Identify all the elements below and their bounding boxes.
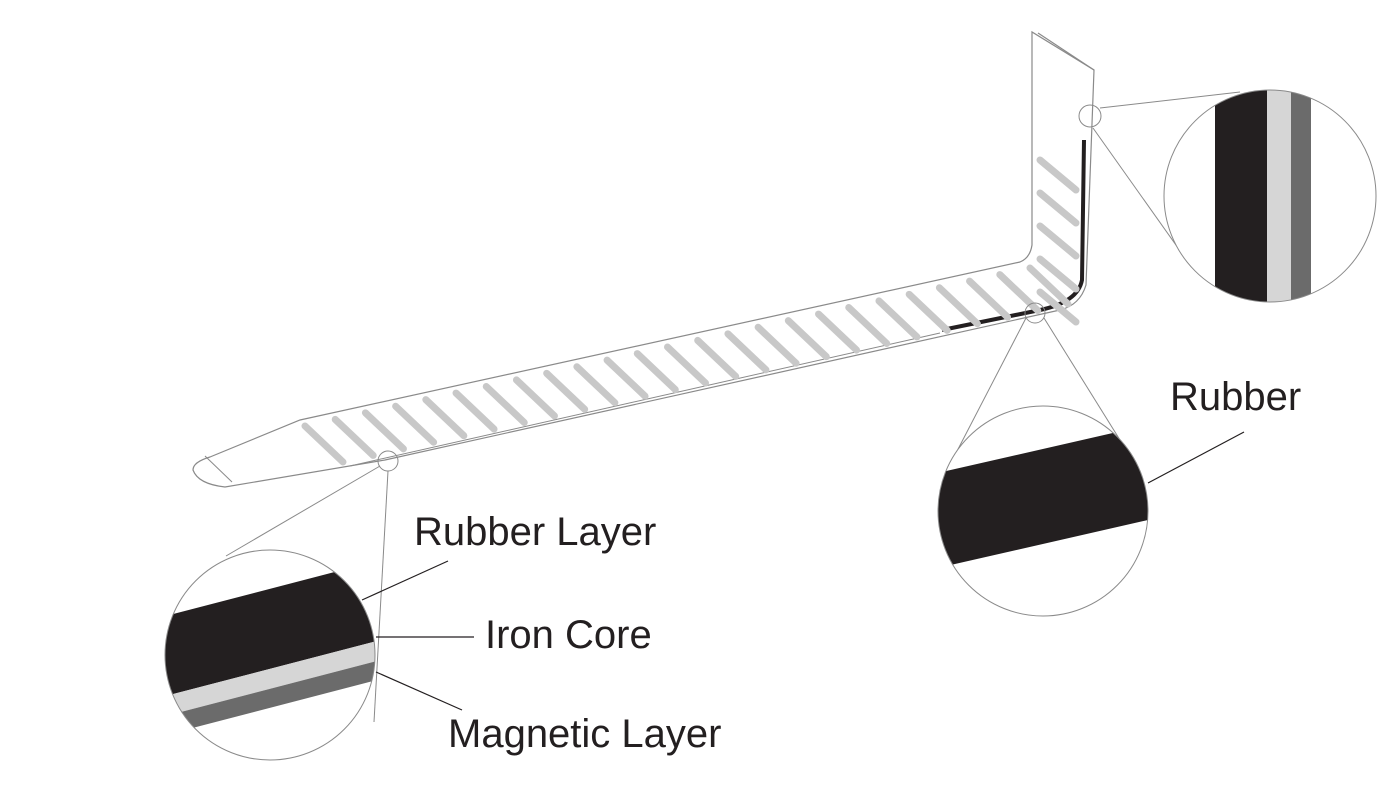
- tread-stripe: [392, 402, 438, 446]
- tread-stripe: [754, 323, 800, 367]
- tread-stripe: [482, 383, 528, 426]
- tread-stripe: [422, 396, 468, 440]
- strip-body: [192, 30, 1095, 488]
- source-marker-right: [1024, 302, 1046, 324]
- pointer-rubber-layer: [361, 560, 449, 601]
- leader-right-1: [954, 317, 1027, 456]
- strip-outline: [192, 30, 1095, 488]
- tip-seam: [204, 455, 233, 483]
- tread-stripe: [452, 389, 498, 433]
- tread-stripe: [815, 310, 861, 354]
- magnifier-left: [164, 549, 376, 761]
- tread-stripe: [1036, 189, 1080, 227]
- tread-stripe: [784, 317, 830, 361]
- callout-upright: [1078, 89, 1377, 303]
- tread-stripe: [694, 336, 740, 380]
- tread-stripe: [724, 330, 770, 374]
- magnetic-layer-band: [165, 655, 375, 739]
- tread-stripe: [361, 409, 407, 453]
- callout-layers: [164, 450, 399, 761]
- upright-edge: [1037, 32, 1095, 71]
- upright-rubber-band: [1215, 90, 1267, 302]
- tread-stripe: [875, 297, 921, 341]
- tread-stripe: [1036, 255, 1080, 293]
- tread-stripe: [1036, 156, 1080, 194]
- tread-stripe: [664, 343, 709, 387]
- rubber-band: [938, 420, 1148, 572]
- tread-stripe: [573, 363, 619, 407]
- tread-stripe: [331, 415, 377, 459]
- label-rubber-layer: Rubber Layer: [414, 510, 656, 554]
- label-iron-core: Iron Core: [485, 613, 652, 657]
- leader-left-1: [225, 465, 381, 557]
- tread-stripe: [512, 376, 558, 420]
- tread-stripe: [966, 277, 1012, 321]
- tread-stripe: [996, 271, 1042, 315]
- tread-stripe: [603, 356, 649, 400]
- label-rubber: Rubber: [1170, 375, 1301, 419]
- rubber-layer-band: [165, 555, 375, 700]
- tread-stripe: [905, 290, 951, 334]
- leader-top-2: [1092, 127, 1189, 263]
- magnifier-right: [937, 405, 1149, 617]
- source-marker-top: [1078, 104, 1102, 128]
- tread-stripe: [845, 304, 891, 347]
- upright-magnetic-band: [1291, 90, 1311, 302]
- callout-rubber: [937, 302, 1149, 617]
- tread-stripe: [1026, 264, 1072, 308]
- magnifier-top: [1163, 89, 1377, 303]
- pointer-magnetic-layer: [375, 671, 463, 711]
- label-magnetic-layer: Magnetic Layer: [448, 712, 721, 756]
- tread-stripes: [301, 156, 1080, 466]
- tread-stripe: [633, 350, 679, 394]
- leader-top-1: [1099, 91, 1241, 109]
- tread-stripe: [301, 422, 347, 466]
- tread-stripe: [1036, 288, 1080, 326]
- iron-core-band: [165, 635, 375, 720]
- pointer-rubber: [1147, 431, 1245, 484]
- tread-stripe: [935, 284, 981, 328]
- tread-stripe: [543, 369, 589, 413]
- tread-stripe: [1036, 222, 1080, 260]
- upright-iron-band: [1267, 90, 1291, 302]
- leader-left-2: [373, 470, 389, 723]
- leader-right-2: [1043, 317, 1121, 441]
